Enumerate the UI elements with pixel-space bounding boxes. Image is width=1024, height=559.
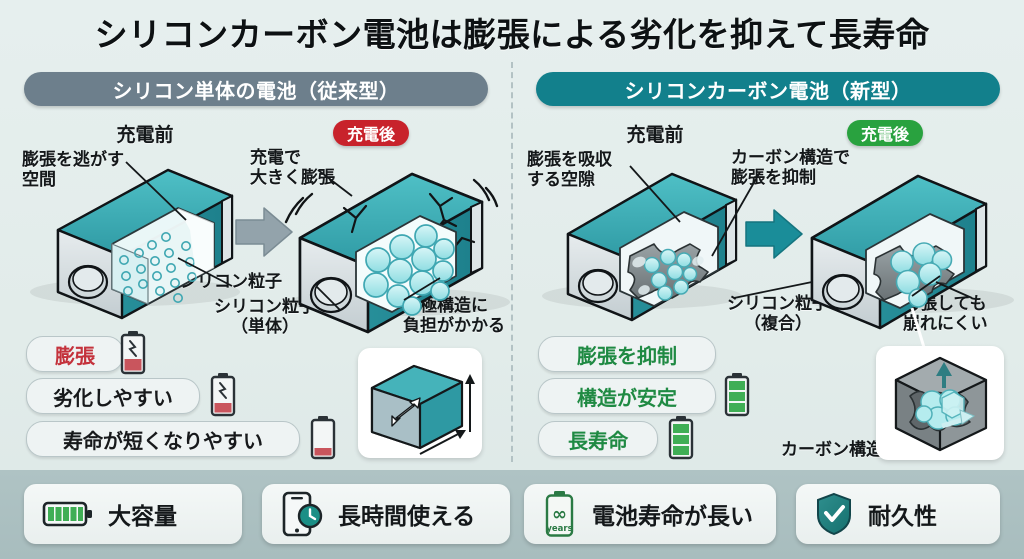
- footer-item-battery-life-label: 電池寿命が長い: [592, 504, 753, 530]
- right-silicon-particles-before: [643, 248, 698, 301]
- right-carbon-annotation-line1: カーボン構造で: [731, 148, 850, 168]
- right-carbon-annotation-line2: 膨張を抑制: [731, 168, 816, 189]
- full-battery-icon-2: [668, 416, 694, 460]
- left-gap-annotation: 膨張を逃がす 空間: [22, 150, 182, 190]
- left-gap-annotation-line2: 空間: [22, 170, 56, 191]
- right-carbon-structure-inset-card: [876, 346, 1004, 460]
- right-silicon-particle-line1: シリコン粒子: [727, 294, 829, 314]
- left-gap-leader-line: [125, 161, 187, 221]
- footer-item-capacity: 大容量: [24, 484, 242, 544]
- phone-clock-icon: [282, 491, 323, 537]
- left-battery-bulge-marks: [284, 178, 499, 224]
- footer-item-durability: 耐久性: [796, 484, 1000, 544]
- left-after-battery: [284, 172, 510, 334]
- right-silicon-particle-label: シリコン粒子 （複合）: [710, 294, 846, 334]
- battery-full-horizontal-icon: [42, 501, 92, 527]
- right-battery-illustration: [542, 165, 1014, 355]
- years-text: years: [546, 524, 572, 534]
- left-expansion-inset-card: [358, 348, 482, 458]
- right-void-annotation-line2: する空隙: [527, 170, 595, 191]
- left-transition-arrow: [235, 207, 293, 257]
- footer-bar: 大容量 長時間使える ∞ years 電池寿命が長い: [0, 470, 1024, 559]
- footer-item-battery-life: ∞ years 電池寿命が長い: [524, 484, 776, 544]
- left-stress-leader-line: [403, 277, 441, 301]
- infinity-glyph: ∞: [552, 504, 567, 525]
- footer-item-durability-label: 耐久性: [868, 504, 937, 530]
- right-void-annotation-line1: 膨張を吸収: [527, 150, 612, 170]
- left-battery-illustration: [30, 161, 510, 334]
- left-pill-short-life-label: 寿命が短くなりやすい: [63, 428, 263, 453]
- right-stable-leader-line: [911, 275, 941, 297]
- expanding-box-icon: [370, 364, 475, 455]
- right-before-battery: [542, 172, 742, 322]
- cracked-low-battery-icon-2: [210, 373, 236, 417]
- battery-infinity-years-icon: ∞ years: [545, 491, 574, 537]
- right-silicon-particles-after: [890, 242, 953, 308]
- right-stable-annotation-line2: 崩れにくい: [903, 314, 988, 335]
- footer-item-longtime: 長時間使える: [262, 484, 510, 544]
- left-particle-leader-line: [177, 257, 233, 287]
- right-before-charge-label: 充電前: [626, 124, 684, 146]
- right-after-battery: [806, 174, 1014, 330]
- right-pill-long-life: 長寿命: [538, 421, 658, 457]
- left-particle-single-leader-line: [315, 285, 341, 311]
- left-silicon-particle-label: シリコン粒子: [180, 272, 282, 292]
- left-silicon-particle-single-line2: （単体）: [231, 317, 299, 338]
- panel-divider: [511, 62, 513, 462]
- footer-item-longtime-label: 長時間使える: [338, 504, 476, 530]
- right-carbon-structure-caption: カーボン構造: [781, 440, 883, 460]
- right-pill-suppress-expansion: 膨張を抑制: [538, 336, 716, 372]
- left-expand-annotation-line2: 大きく膨張: [250, 168, 335, 189]
- cracked-low-battery-icon-1: [120, 331, 146, 375]
- left-silicon-particles-large: [363, 224, 455, 316]
- left-pill-expansion-label: 膨張: [55, 343, 95, 368]
- left-pill-degrade-label: 劣化しやすい: [53, 385, 173, 410]
- footer-item-capacity-label: 大容量: [108, 504, 177, 530]
- right-silicon-particle-line2: （複合）: [744, 314, 812, 335]
- left-silicon-particle-single-line1: シリコン粒子: [214, 297, 316, 317]
- carbon-structure-icon: [894, 356, 988, 452]
- full-battery-icon-1: [724, 373, 750, 417]
- right-pill-suppress-expansion-label: 膨張を抑制: [577, 343, 677, 368]
- left-expand-leader-line: [317, 169, 353, 197]
- right-void-pockets: [632, 256, 704, 295]
- right-stable-leader-line-2: [935, 281, 973, 299]
- right-pill-stable-structure: 構造が安定: [538, 378, 716, 414]
- left-pill-short-life: 寿命が短くなりやすい: [26, 421, 300, 457]
- right-panel-header-label: シリコンカーボン電池（新型）: [624, 78, 912, 103]
- left-after-charge-badge-label: 充電後: [347, 125, 396, 144]
- right-particle-leader-line: [733, 281, 813, 299]
- right-carbon-leader-line: [711, 171, 761, 257]
- right-transition-arrow: [745, 209, 803, 259]
- right-pill-long-life-label: 長寿命: [568, 428, 628, 453]
- left-after-charge-badge: 充電後: [333, 120, 410, 146]
- right-panel-header: シリコンカーボン電池（新型）: [536, 72, 1000, 106]
- left-pill-degrade: 劣化しやすい: [26, 378, 200, 414]
- left-before-charge-label: 充電前: [116, 124, 174, 146]
- right-after-charge-badge: 充電後: [847, 120, 924, 146]
- left-pill-expansion: 膨張: [26, 336, 124, 372]
- right-pill-stable-structure-label: 構造が安定: [577, 385, 677, 410]
- right-after-charge-badge-label: 充電後: [861, 125, 910, 144]
- left-expand-annotation: 充電で 大きく膨張: [250, 148, 390, 188]
- low-battery-icon: [310, 416, 336, 460]
- page-title: シリコンカーボン電池は膨張による劣化を抑えて長寿命: [94, 15, 930, 54]
- left-expand-annotation-line1: 充電で: [250, 148, 301, 168]
- right-void-annotation: 膨張を吸収 する空隙: [527, 150, 677, 190]
- right-void-leader-line: [629, 165, 681, 223]
- left-battery-cracks: [342, 192, 476, 252]
- left-silicon-particle-single-label: シリコン粒子 （単体）: [200, 297, 330, 337]
- left-before-battery: [30, 168, 240, 320]
- left-gap-annotation-line1: 膨張を逃がす: [22, 150, 124, 170]
- left-panel-header-label: シリコン単体の電池（従来型）: [112, 78, 400, 103]
- shield-check-icon: [817, 492, 851, 536]
- left-stress-annotation-line2: 負担がかかる: [403, 316, 505, 337]
- left-panel-header: シリコン単体の電池（従来型）: [24, 72, 488, 106]
- right-carbon-annotation: カーボン構造で 膨張を抑制: [731, 148, 881, 188]
